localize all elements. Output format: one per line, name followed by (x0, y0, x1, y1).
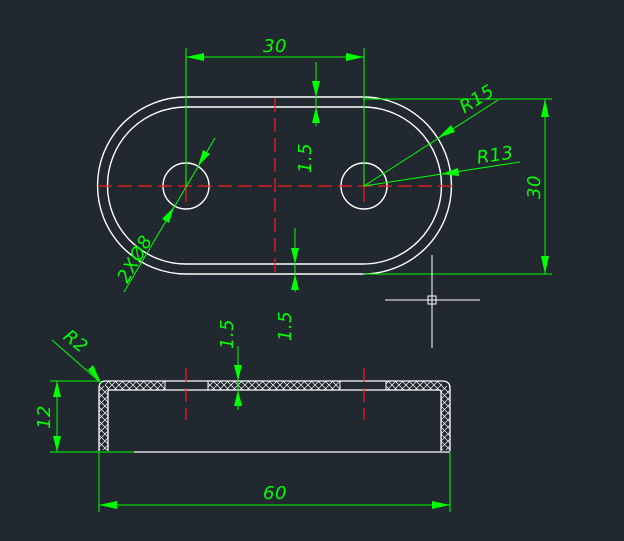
dim-wall-lower[interactable]: 1.5 (275, 228, 299, 341)
dim-overall-length-text: 60 (263, 483, 287, 504)
dim-fillet[interactable]: R2 (51, 326, 102, 384)
dim-fillet-text: R2 (59, 326, 92, 358)
dim-hole-diameter-text: 2XØ8 (113, 232, 157, 287)
section-hatch-right-wall (441, 386, 450, 450)
dim-hole-diameter[interactable]: 2XØ8 (113, 137, 216, 293)
dim-section-thickness-text: 1.5 (217, 319, 238, 349)
section-hatch-left (105, 381, 165, 390)
section-hatch-left-wall (99, 386, 108, 450)
section-hatch-center (208, 381, 340, 390)
dim-section-height-text: 12 (34, 405, 55, 429)
dim-outer-radius[interactable]: R15 (363, 81, 498, 187)
dim-inner-radius-text: R13 (475, 142, 515, 169)
cad-crosshair-cursor-icon (385, 255, 480, 348)
dim-wall-upper[interactable]: 1.5 (295, 62, 320, 173)
section-outer-profile (98, 380, 451, 451)
dim-overall-height[interactable]: 30 (363, 98, 552, 275)
dim-section-thickness[interactable]: 1.5 (217, 319, 242, 410)
section-view (98, 368, 451, 453)
section-inner-profile (107, 389, 442, 451)
dim-wall-lower-text: 1.5 (275, 311, 296, 341)
dim-slot-spacing[interactable]: 30 (185, 36, 365, 186)
dim-overall-length[interactable]: 60 (98, 452, 451, 512)
section-hatch-right (386, 381, 442, 390)
dim-wall-upper-text: 1.5 (295, 143, 316, 173)
dim-section-height[interactable]: 12 (34, 380, 134, 453)
dim-overall-height-text: 30 (524, 175, 545, 199)
dim-inner-radius[interactable]: R13 (363, 142, 521, 187)
dim-slot-spacing-text: 30 (263, 36, 287, 57)
inner-slot-outline (106, 106, 443, 265)
